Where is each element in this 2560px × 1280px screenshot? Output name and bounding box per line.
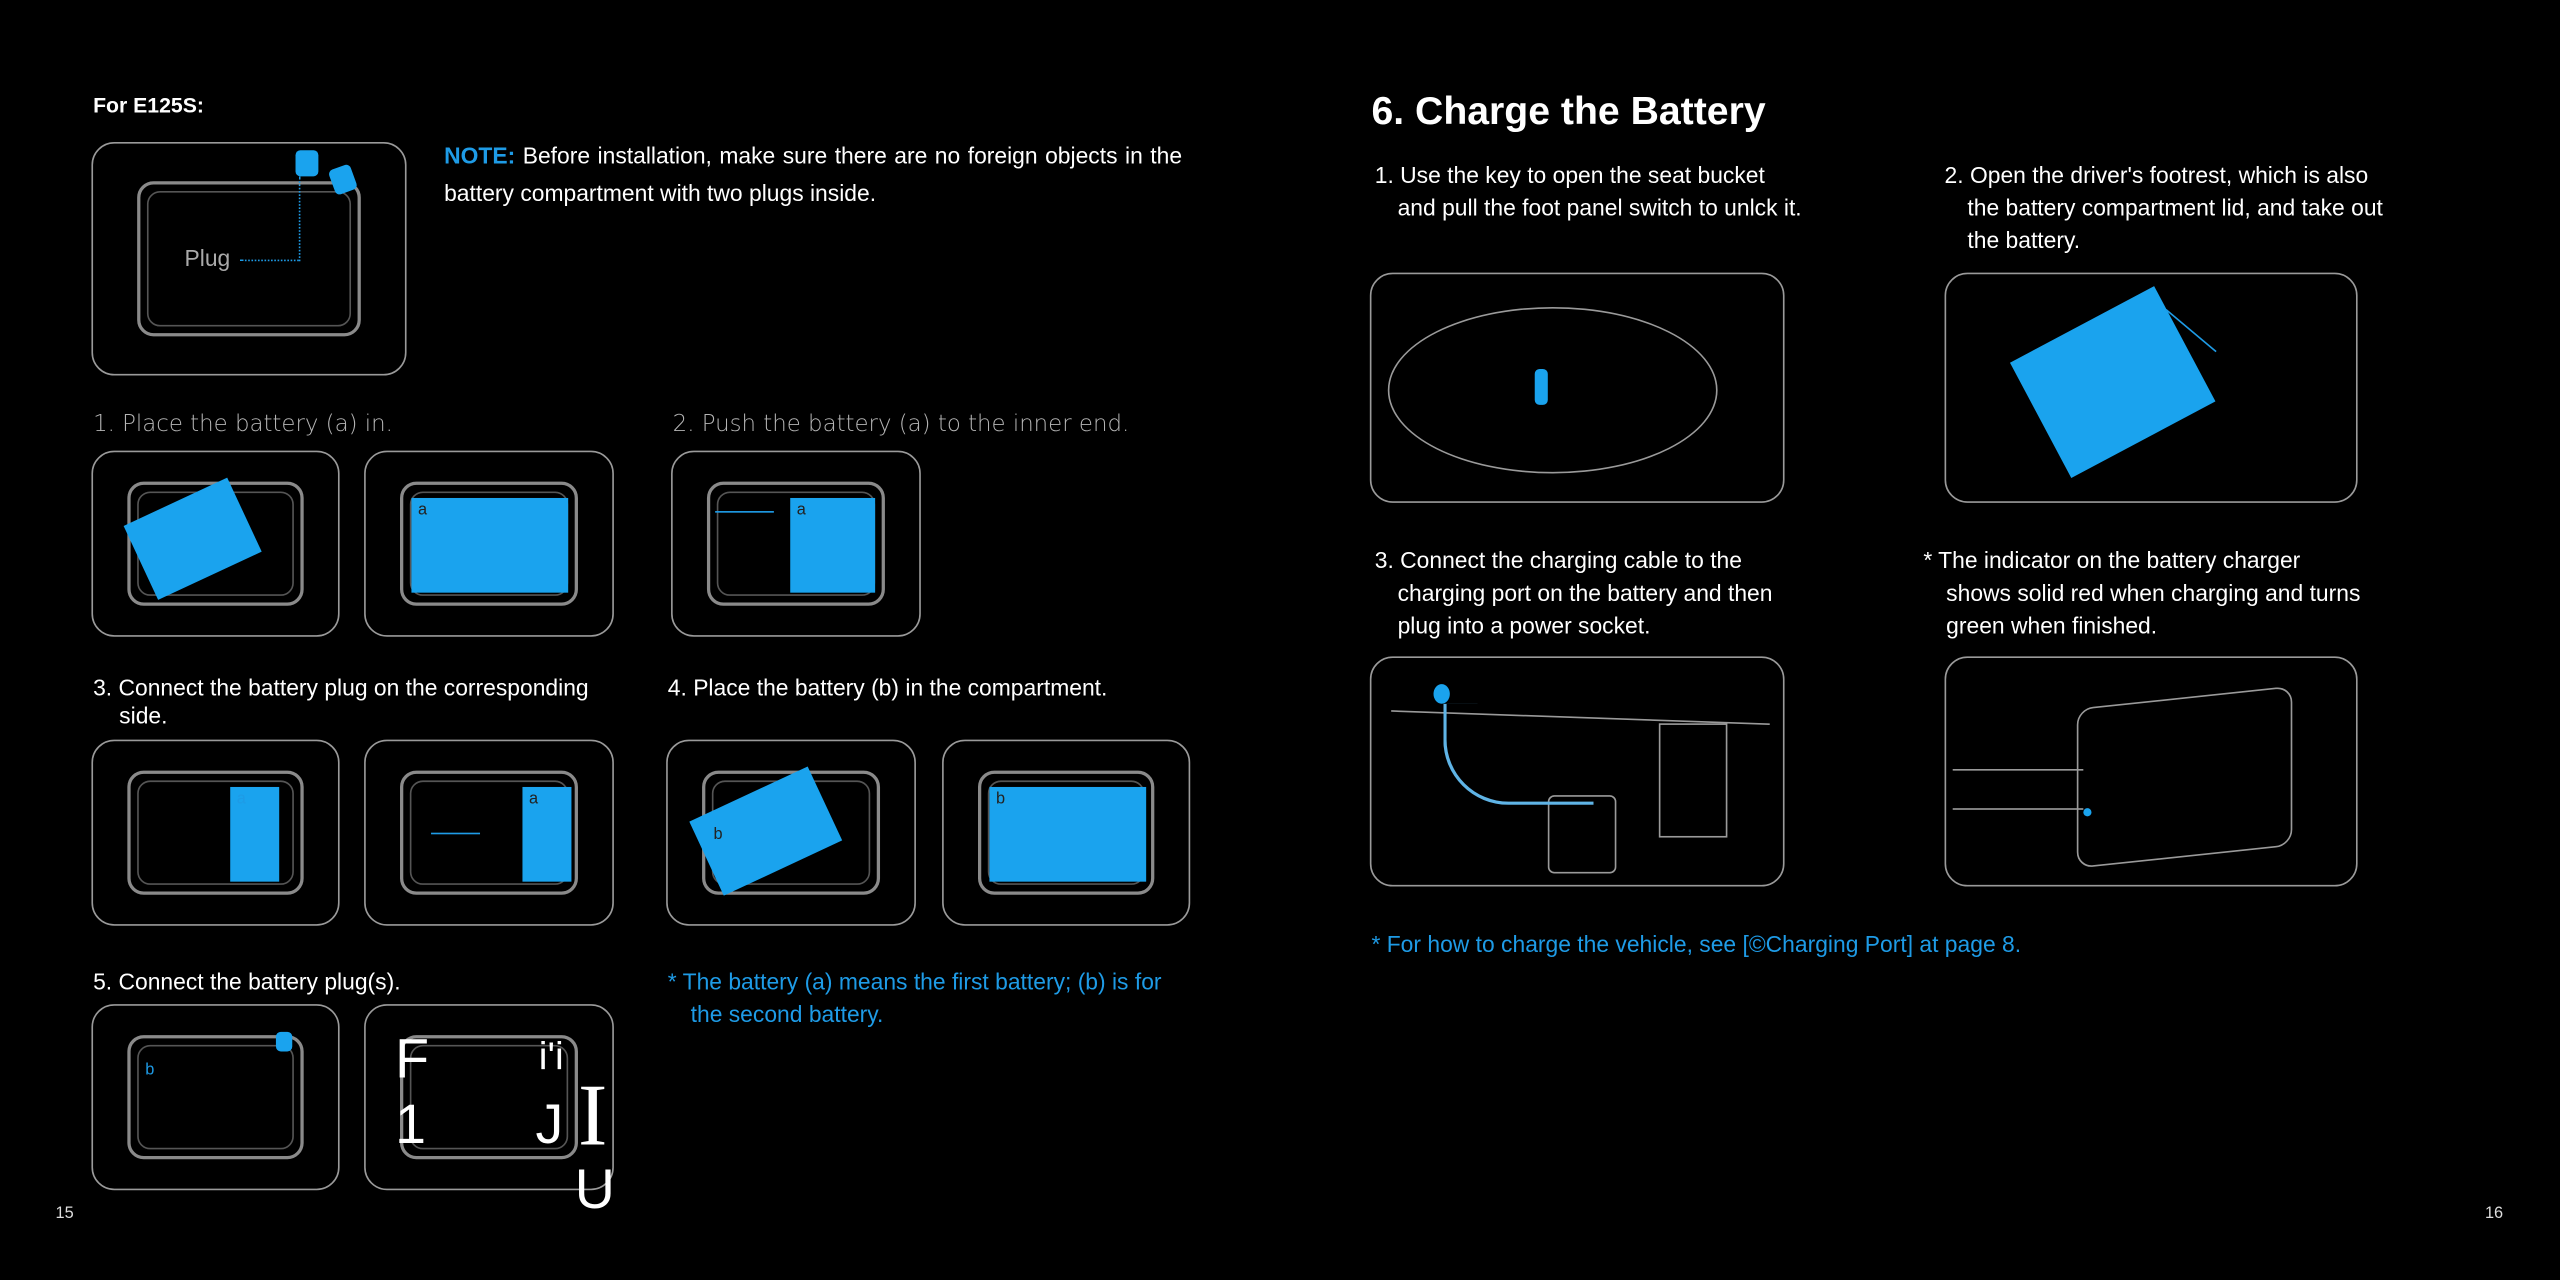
step-3-label: 3. Connect the battery plug on the corre… — [93, 674, 589, 729]
battery-a-label: a — [417, 501, 428, 520]
charger-indicator-illustration — [1944, 656, 2358, 887]
battery-a — [790, 497, 876, 593]
step-1-illustration-b: a — [364, 450, 614, 637]
charging-footnote: * For how to charge the vehicle, see [©C… — [1371, 930, 2022, 957]
charge-step-3-label: 3. Connect the charging cable to the cha… — [1374, 546, 1773, 639]
ocr-artifact: F — [395, 1028, 430, 1091]
plug-icon — [295, 150, 319, 177]
page-number-right: 16 — [2484, 1204, 2504, 1223]
charging-cable — [1443, 703, 1594, 805]
step-5-illustration-b: F i'i 1 J I U — [364, 1004, 615, 1218]
cable — [1952, 808, 2084, 810]
battery-removal-illustration — [1944, 272, 2358, 503]
arrow-right-icon — [431, 832, 481, 835]
page-number-left: 15 — [55, 1204, 74, 1223]
switch-icon — [1534, 368, 1548, 405]
ocr-artifact: I — [577, 1066, 608, 1165]
battery-b — [989, 786, 1147, 882]
leader-line — [240, 259, 299, 262]
step-1-label: 1. Place the battery (a) in. — [93, 411, 393, 438]
battery-b-label: b — [145, 1061, 155, 1080]
charging-cable-illustration — [1369, 656, 1785, 887]
installation-note: NOTE: Before installation, make sure the… — [444, 137, 1182, 212]
charge-step-1-label: 1. Use the key to open the seat bucket a… — [1374, 161, 1802, 221]
battery-a — [522, 786, 572, 882]
seat-outline — [1387, 306, 1718, 474]
battery-a-label: a — [796, 501, 806, 520]
step-2-illustration: a — [671, 450, 921, 637]
indicator-light-icon — [2083, 808, 2092, 817]
step-4-illustration-b: b — [942, 739, 1191, 926]
ocr-artifact: 1 — [395, 1093, 427, 1156]
battery-a — [411, 497, 569, 593]
page-title: 6. Charge the Battery — [1371, 89, 1766, 134]
step-5-label: 5. Connect the battery plug(s). — [93, 968, 401, 995]
compartment-tray — [136, 180, 362, 338]
step-2-label: 2. Push the battery (a) to the inner end… — [672, 411, 1130, 438]
charger — [1547, 795, 1617, 874]
section-heading: For E125S: — [93, 93, 204, 118]
arrow-right-icon — [715, 511, 774, 513]
battery-b-label: b — [713, 826, 723, 845]
leader-line — [298, 176, 301, 262]
ocr-artifact: U — [574, 1159, 615, 1222]
step-4-label: 4. Place the battery (b) in the compartm… — [667, 674, 1108, 701]
plug-label: Plug — [184, 244, 231, 272]
compartment-plug-illustration: Plug — [91, 142, 407, 376]
ocr-artifact: J — [535, 1093, 564, 1156]
step-4-illustration-a: b — [666, 739, 916, 926]
note-label: NOTE: — [444, 142, 516, 169]
step-3-illustration-a: a — [91, 739, 340, 926]
cable — [1952, 769, 2084, 771]
charge-step-2-label: 2. Open the driver's footrest, which is … — [1944, 161, 2383, 254]
battery — [2009, 286, 2216, 479]
battery-a-label: a — [528, 790, 539, 809]
charger — [2076, 685, 2293, 869]
indicator-note: * The indicator on the battery charger s… — [1923, 546, 2361, 639]
note-text: Before installation, make sure there are… — [444, 142, 1183, 206]
battery-b-label: b — [995, 790, 1006, 809]
battery-footnote: * The battery (a) means the first batter… — [667, 968, 1162, 1027]
plug-icon — [275, 1031, 293, 1052]
step-3-illustration-b: a — [364, 739, 614, 926]
step-1-illustration-a — [91, 450, 340, 637]
seat-bucket-illustration — [1369, 272, 1785, 503]
battery-outline — [1658, 723, 1728, 838]
step-5-illustration-a: b — [91, 1004, 340, 1191]
ocr-artifact: i'i — [538, 1035, 564, 1080]
battery-a-label: a — [236, 790, 246, 809]
battery-a — [230, 786, 280, 882]
power-socket-icon — [1433, 684, 1450, 704]
